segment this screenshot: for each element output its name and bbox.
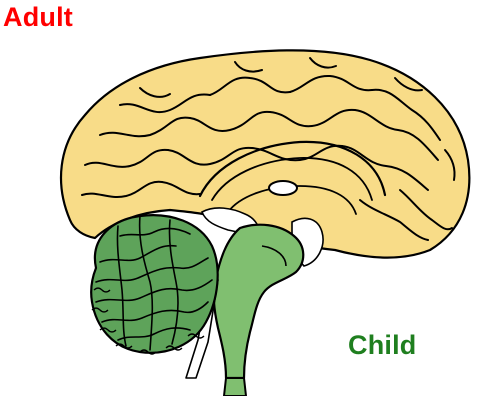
cerebellum xyxy=(91,215,217,354)
spinal-cord xyxy=(224,378,246,396)
adult-label: Adult xyxy=(3,4,73,31)
brainstem xyxy=(214,225,303,378)
ventricle xyxy=(269,181,297,195)
child-label: Child xyxy=(348,332,417,359)
